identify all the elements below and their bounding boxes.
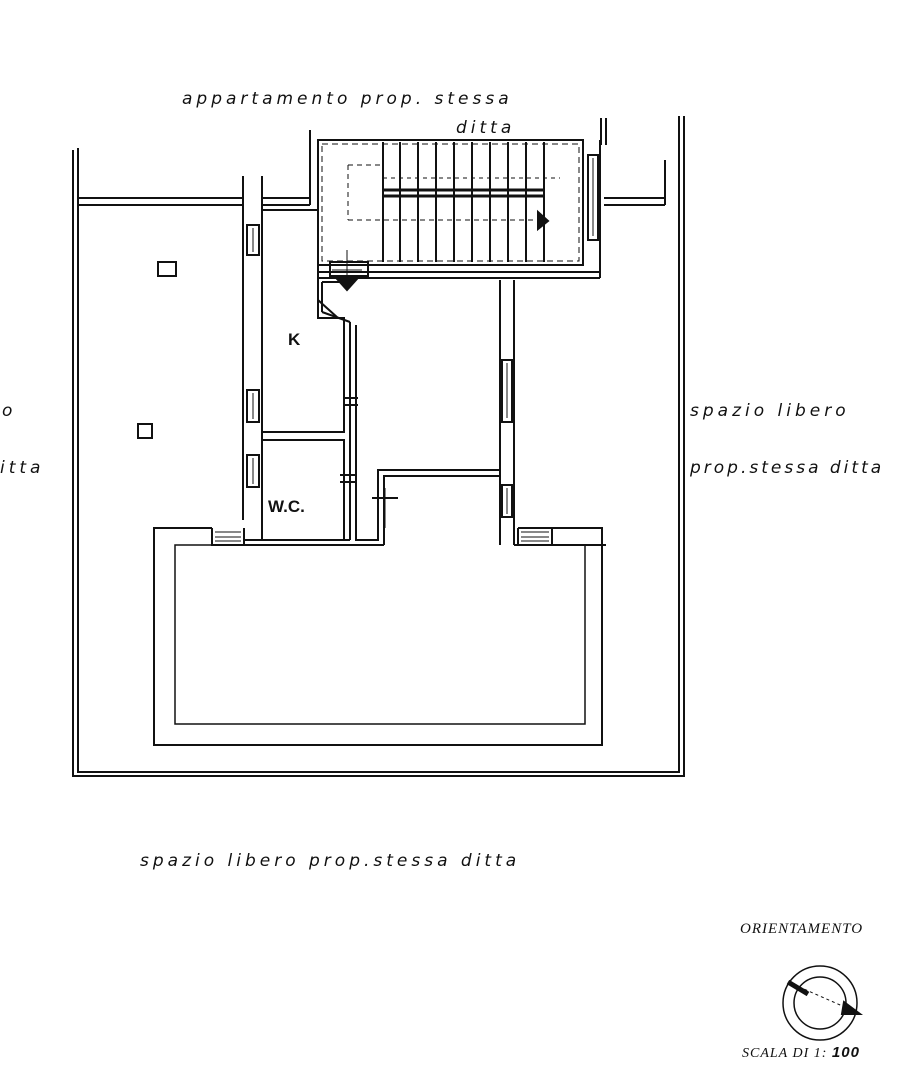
room-label-kitchen: K xyxy=(288,330,301,349)
hall-walls xyxy=(355,280,606,546)
scale-label: SCALA DI 1: 100 xyxy=(742,1044,860,1062)
compass-icon xyxy=(782,965,863,1041)
stair-block xyxy=(317,139,601,279)
orientation-title: ORIENTAMENTO xyxy=(740,921,864,937)
top-label-line2: ditta xyxy=(456,118,516,138)
outer-boundary-wall xyxy=(72,116,685,777)
left-label-line2: itta xyxy=(0,458,45,478)
bottom-label: spazio libero prop.stessa ditta xyxy=(140,851,521,871)
right-label-line1: spazio libero xyxy=(690,401,850,421)
right-label-line2: prop.stessa ditta xyxy=(690,458,885,478)
top-label-line1: appartamento prop. stessa xyxy=(182,89,513,109)
pillar-square xyxy=(157,261,177,277)
window-left-wall xyxy=(242,205,263,520)
scale-prefix: SCALA DI 1: xyxy=(742,1046,828,1061)
wc-walls xyxy=(261,439,356,541)
terrace-outline xyxy=(153,527,603,746)
scale-value: 100 xyxy=(831,1044,860,1061)
left-label-line1: o xyxy=(2,401,17,421)
pillar-square xyxy=(137,423,153,439)
entrance-door xyxy=(329,250,369,292)
room-label-wc: W.C. xyxy=(268,497,305,516)
